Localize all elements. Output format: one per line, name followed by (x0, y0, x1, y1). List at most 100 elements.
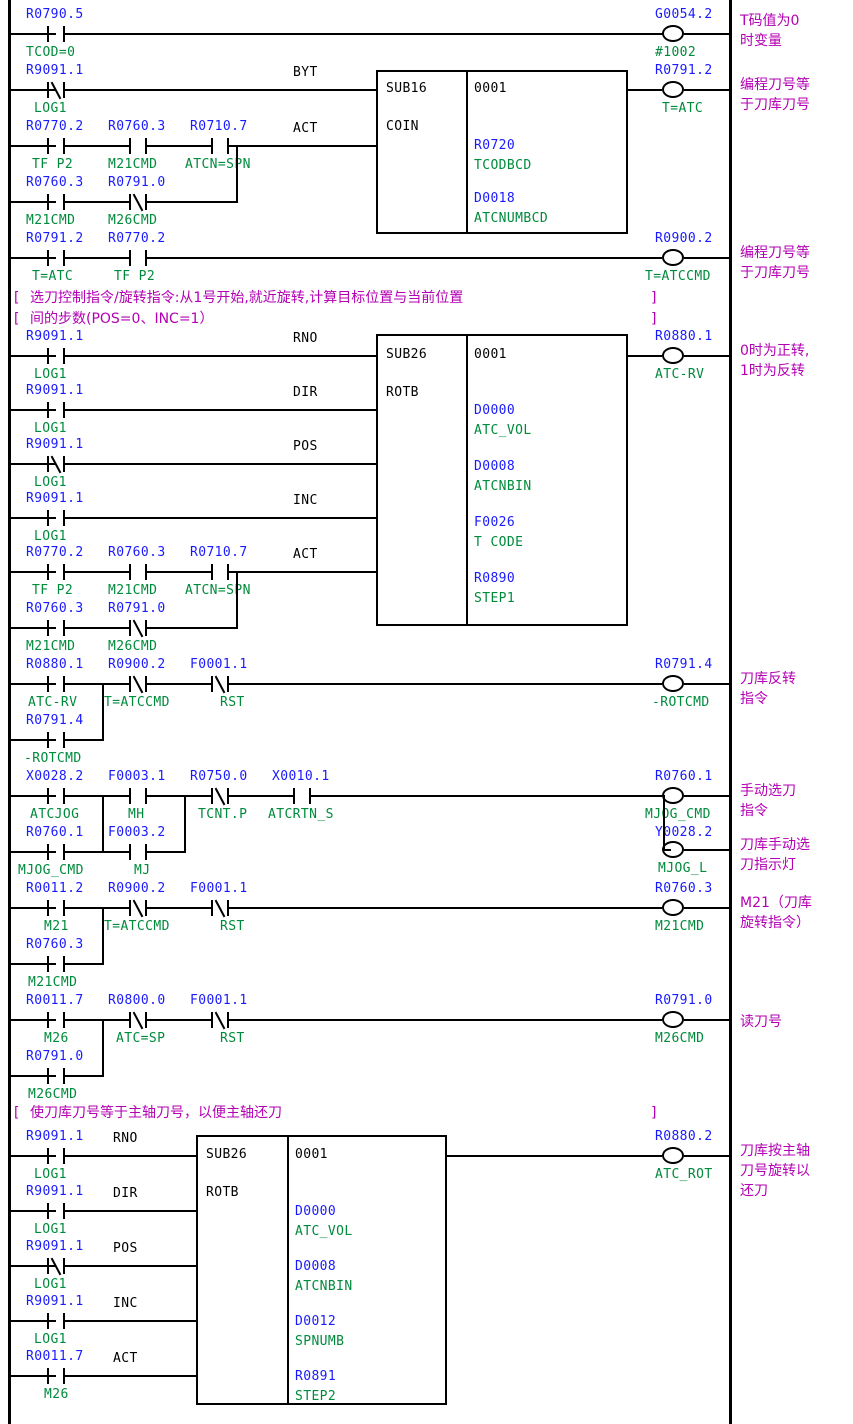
rung-comment: 编程刀号等 于刀库刀号 (740, 75, 810, 115)
function-block-sub26-first[interactable] (376, 334, 628, 626)
fb-input-label: POS (293, 439, 318, 454)
output-coil[interactable] (662, 787, 684, 804)
function-block-sub16[interactable] (376, 70, 628, 234)
contact-no[interactable] (47, 732, 65, 748)
output-coil[interactable] (662, 675, 684, 692)
contact-nc[interactable] (211, 1011, 229, 1030)
contact-no[interactable] (129, 138, 147, 154)
contact-no[interactable] (211, 564, 229, 580)
rung-wire (64, 795, 129, 797)
contact-symbol: ATCN=SPN (185, 157, 251, 172)
rung-wire (8, 627, 56, 629)
contact-nc[interactable] (129, 675, 147, 694)
comment-bracket-open: [ (12, 311, 21, 327)
contact-no[interactable] (47, 900, 65, 916)
contact-no[interactable] (47, 250, 65, 266)
rung-comment: 刀库手动选 刀指示灯 (740, 835, 810, 875)
contact-nc[interactable] (211, 675, 229, 694)
contact-no[interactable] (129, 564, 147, 580)
contact-nc[interactable] (129, 619, 147, 638)
rung-wire (64, 201, 129, 203)
contact-nc[interactable] (129, 899, 147, 918)
fb-input-label: DIR (293, 385, 318, 400)
coil-symbol: T=ATCCMD (645, 269, 711, 284)
contact-no[interactable] (129, 844, 147, 860)
contact-no[interactable] (47, 26, 65, 42)
contact-no[interactable] (47, 1148, 65, 1164)
output-coil[interactable] (662, 841, 684, 858)
right-power-rail (729, 0, 732, 1424)
contact-nc[interactable] (47, 1257, 65, 1276)
rung-wire (64, 1019, 129, 1021)
rung-wire (8, 89, 56, 91)
rung-wire (146, 627, 238, 629)
contact-no[interactable] (47, 1203, 65, 1219)
contact-no[interactable] (47, 788, 65, 804)
fb-input-label: ACT (113, 1351, 138, 1366)
fb-param-address: D0000 (474, 403, 516, 418)
contact-no[interactable] (47, 510, 65, 526)
contact-symbol: M21 (44, 919, 69, 934)
contact-no[interactable] (211, 138, 229, 154)
fb-param-address: D0012 (295, 1314, 337, 1329)
contact-nc[interactable] (129, 1011, 147, 1030)
fb-param-address: D0000 (295, 1204, 337, 1219)
rung-wire (64, 907, 129, 909)
fb-input-label: INC (113, 1296, 138, 1311)
coil-symbol: #1002 (655, 45, 697, 60)
contact-nc[interactable] (47, 81, 65, 100)
output-coil[interactable] (662, 347, 684, 364)
rung-wire (8, 571, 56, 573)
contact-no[interactable] (47, 1012, 65, 1028)
comment-line: 刀库按主轴 (740, 1143, 810, 1159)
contact-no[interactable] (47, 1313, 65, 1329)
output-coil[interactable] (662, 25, 684, 42)
contact-no[interactable] (47, 194, 65, 210)
contact-symbol: RST (220, 695, 245, 710)
contact-address: R9091.1 (26, 1294, 84, 1309)
contact-symbol: M21CMD (26, 213, 76, 228)
rung-wire (8, 795, 56, 797)
contact-address: F0001.1 (190, 881, 248, 896)
comment-line: 于刀库刀号 (740, 97, 810, 113)
contact-symbol: M21CMD (26, 639, 76, 654)
contact-nc[interactable] (211, 899, 229, 918)
contact-nc[interactable] (47, 455, 65, 474)
coil-address: R0880.2 (655, 1129, 713, 1144)
contact-no[interactable] (129, 788, 147, 804)
contact-address: R9091.1 (26, 329, 84, 344)
rung-wire (8, 257, 56, 259)
contact-no[interactable] (47, 402, 65, 418)
contact-no[interactable] (129, 250, 147, 266)
output-coil[interactable] (662, 1011, 684, 1028)
fb-number: 0001 (295, 1147, 328, 1162)
contact-no[interactable] (47, 138, 65, 154)
contact-no[interactable] (293, 788, 311, 804)
output-coil[interactable] (662, 899, 684, 916)
contact-no[interactable] (47, 956, 65, 972)
contact-no[interactable] (47, 620, 65, 636)
contact-address: F0003.2 (108, 825, 166, 840)
rung-wire (8, 963, 56, 965)
output-coil[interactable] (662, 1147, 684, 1164)
rung-wire (64, 145, 129, 147)
coil-address: R0791.4 (655, 657, 713, 672)
contact-no[interactable] (47, 348, 65, 364)
contact-no[interactable] (47, 676, 65, 692)
output-coil[interactable] (662, 81, 684, 98)
contact-no[interactable] (47, 1368, 65, 1384)
rung-wire (64, 409, 378, 411)
output-coil[interactable] (662, 249, 684, 266)
rung-wire (64, 739, 104, 741)
function-block-sub26-second[interactable] (196, 1135, 447, 1405)
contact-no[interactable] (47, 1068, 65, 1084)
contact-no[interactable] (47, 844, 65, 860)
fb-input-label: INC (293, 493, 318, 508)
fb-name: SUB26 (386, 347, 428, 362)
contact-nc[interactable] (211, 787, 229, 806)
comment-line: T码值为0 (740, 13, 800, 29)
contact-symbol: LOG1 (34, 1167, 67, 1182)
comment-line: 刀库手动选 (740, 837, 810, 853)
contact-no[interactable] (47, 564, 65, 580)
contact-nc[interactable] (129, 193, 147, 212)
